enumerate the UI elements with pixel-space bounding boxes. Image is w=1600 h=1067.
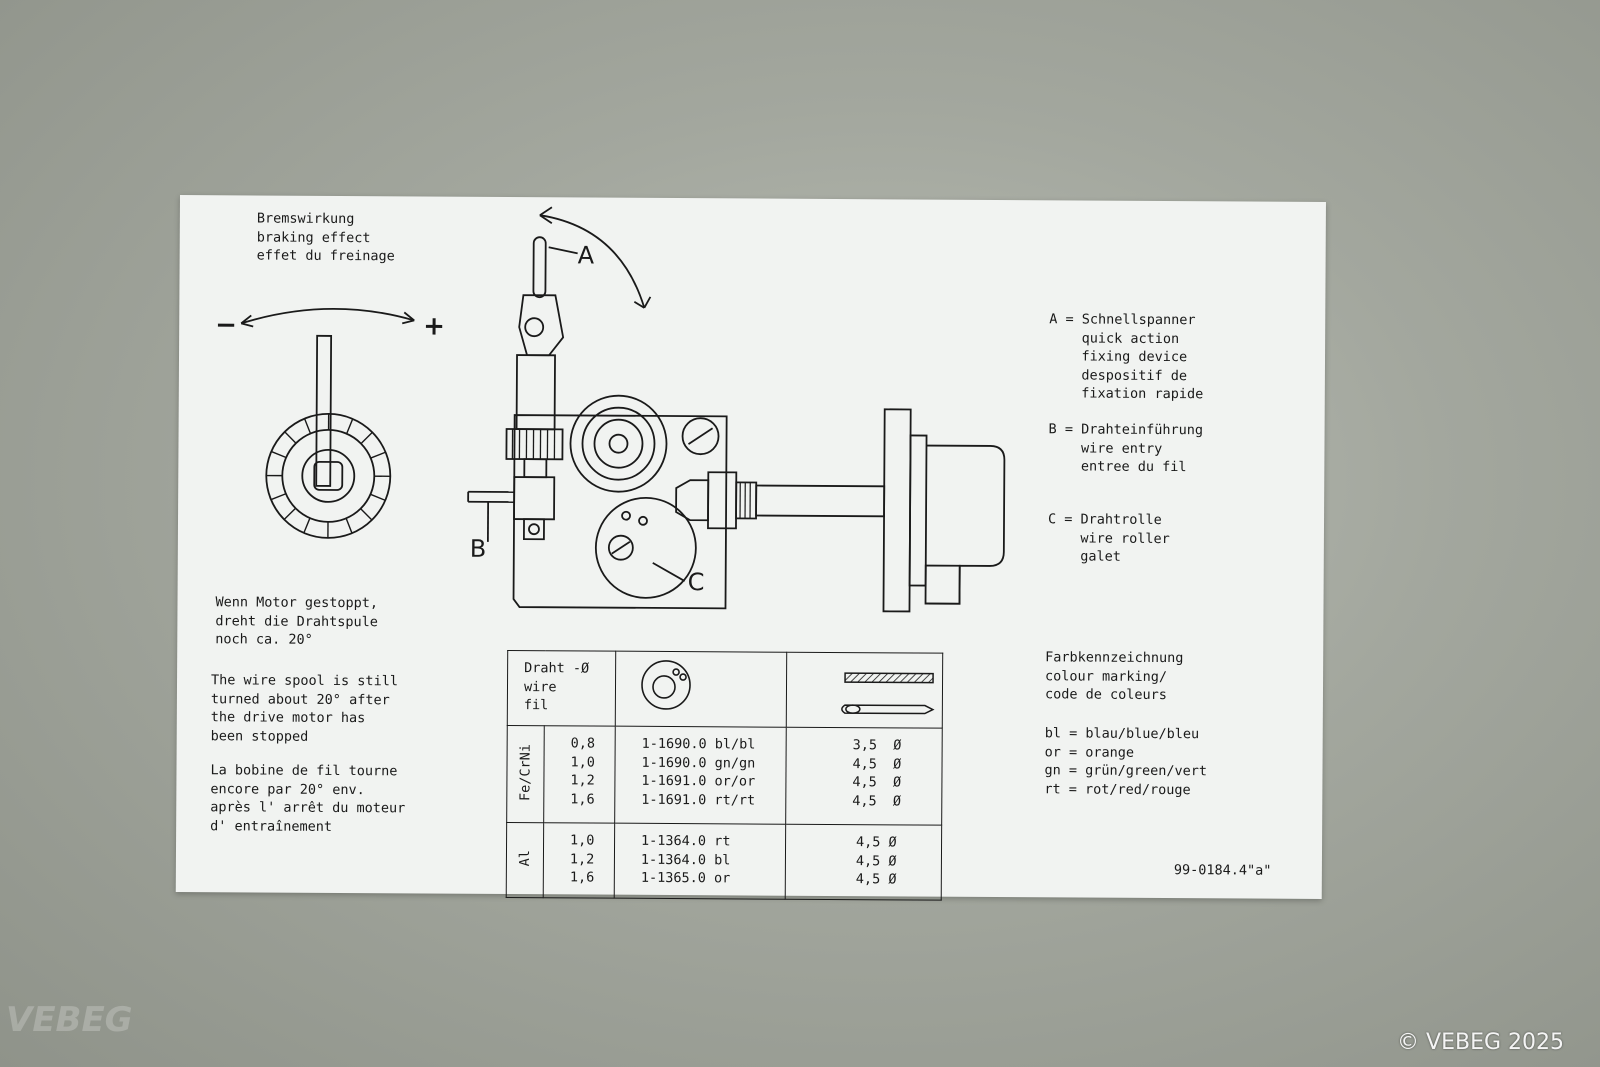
motor-note-en: The wire spool is still turned about 20°… [210, 672, 399, 745]
copyright-notice: © VEBEG 2025 [1397, 1030, 1564, 1055]
colour-marking-title: Farbkennzeichnung colour marking/ code d… [1044, 649, 1184, 704]
instruction-plate: Bremswirkung braking effect effet du fre… [175, 195, 1326, 901]
wire-guide-icon [841, 672, 935, 715]
colour-key-list: bl = blau/blue/bleu or = orange gn = grü… [1044, 725, 1208, 798]
legend-b: B = Drahteinführung wire entry entree du… [1048, 421, 1204, 476]
header-roller-symbol [615, 651, 787, 728]
table-row: Al 1,0 1,2 1,6 1-1364.0 rt 1-1364.0 bl 1… [506, 822, 942, 901]
roller-symbol-icon [641, 660, 691, 710]
parts-fe-crni: 1-1690.0 bl/bl 1-1690.0 gn/gn 1-1691.0 o… [614, 726, 787, 825]
parts-al: 1-1364.0 rt 1-1364.0 bl 1-1365.0 or [614, 823, 786, 900]
minus-sign: − [215, 310, 238, 341]
material-fe-crni: Fe/CrNi [506, 725, 545, 823]
mechanism-drawing [240, 206, 1006, 613]
legend-a: A = Schnellspanner quick action fixing d… [1048, 311, 1204, 403]
sizes-al: 4,5 Ø 4,5 Ø 4,5 Ø [785, 824, 942, 901]
material-al: Al [506, 822, 544, 898]
sizes-fe-crni: 3,5 Ø 4,5 Ø 4,5 Ø 4,5 Ø [785, 727, 943, 826]
legend-c: C = Drahtrolle wire roller galet [1047, 511, 1170, 565]
diameters-al: 1,0 1,2 1,6 [543, 822, 615, 899]
motor-note-fr: La bobine de fil tourne encore par 20° e… [210, 762, 406, 835]
label-b: B [469, 534, 487, 563]
motor-note-de: Wenn Motor gestoppt, dreht die Drahtspul… [215, 594, 379, 648]
plus-sign: + [423, 311, 446, 342]
wire-roller-table: Draht -Ø wire fil [506, 650, 944, 901]
header-wire-diameter: Draht -Ø wire fil [507, 650, 616, 727]
label-c: C [687, 568, 705, 597]
label-a: A [577, 241, 595, 270]
watermark-logo: VEBEG [6, 1000, 133, 1040]
brake-effect-text: Bremswirkung braking effect effet du fre… [256, 210, 395, 265]
part-number: 99-0184.4"a" [1173, 862, 1272, 879]
diameters-fe-crni: 0,8 1,0 1,2 1,6 [543, 725, 616, 824]
table-row: Fe/CrNi 0,8 1,0 1,2 1,6 1-1690.0 bl/bl 1… [506, 725, 943, 826]
table-header-row: Draht -Ø wire fil [507, 650, 943, 729]
header-wire-guide-symbol [786, 652, 943, 729]
